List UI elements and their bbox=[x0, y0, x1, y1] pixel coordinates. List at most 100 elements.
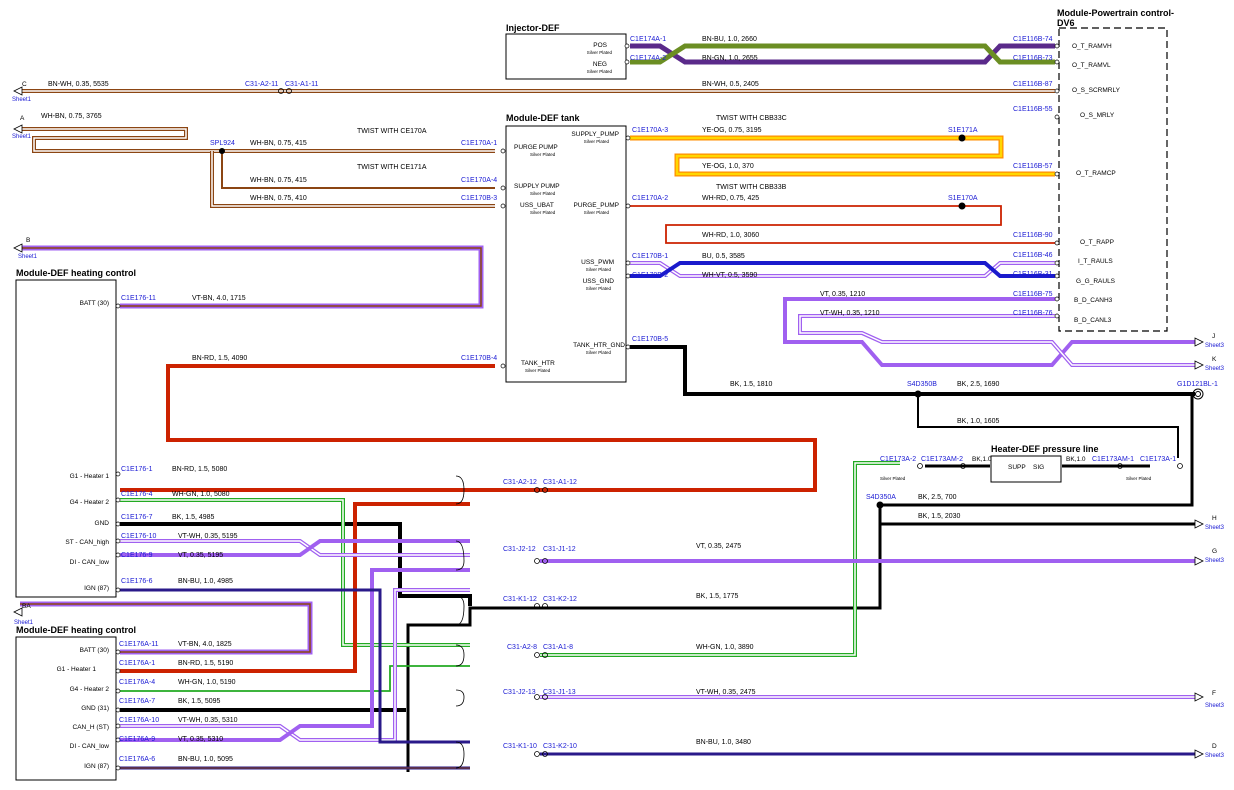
wire-label: BK, 1.5, 4985 bbox=[172, 514, 215, 521]
conn-label: C1E176A-1 bbox=[119, 660, 155, 667]
conn-label: C1E176-10 bbox=[121, 533, 157, 540]
heat1-pin: G4 - Heater 2 bbox=[70, 499, 110, 506]
injector-title: Injector-DEF bbox=[506, 23, 560, 33]
wire-a[interactable] bbox=[20, 127, 495, 208]
offsheet-letter: A bbox=[20, 115, 25, 122]
heat2-pin: G1 - Heater 1 bbox=[57, 666, 97, 673]
tank-plated: Silver Plated bbox=[586, 286, 612, 291]
pcm-pin: O_S_MRLY bbox=[1080, 112, 1115, 119]
conn-label: C1E176A-9 bbox=[119, 736, 155, 743]
wire-heater-can[interactable] bbox=[20, 539, 1195, 742]
injector-box[interactable] bbox=[505, 33, 627, 80]
injector-plated-2: Silver Plated bbox=[587, 69, 613, 74]
conn-label: C31-K1-12 bbox=[503, 596, 537, 603]
wire-red[interactable] bbox=[630, 205, 1055, 244]
wire-label: YE-OG, 0.75, 3195 bbox=[702, 127, 762, 134]
offsheet-sheet: Sheet3 bbox=[1205, 558, 1225, 564]
wire-label: WH-RD, 1.0, 3060 bbox=[702, 232, 759, 239]
wire-label: BN-WH, 0.5, 2405 bbox=[702, 81, 759, 88]
connector-labels: C1E174A-1 C1E174A-2 C1E116B-74 C1E116B-7… bbox=[119, 36, 1218, 763]
pressure-box[interactable] bbox=[990, 455, 1062, 483]
tank-plated: Silver Plated bbox=[584, 210, 610, 215]
conn-label: C1E176A-7 bbox=[119, 698, 155, 705]
wire-green[interactable] bbox=[120, 461, 900, 692]
conn-label: C1E116B-90 bbox=[1013, 232, 1053, 239]
pcm-title-2: DV6 bbox=[1057, 18, 1075, 28]
wire-label: BK, 2.5, 1690 bbox=[957, 381, 1000, 388]
wire-yellow[interactable] bbox=[630, 135, 1055, 177]
wire-label: WH-BN, 0.75, 415 bbox=[250, 177, 307, 184]
conn-label: C1E176-7 bbox=[121, 514, 153, 521]
conn-label: C1E116B-55 bbox=[1013, 106, 1053, 113]
conn-label: C31-A2-12 bbox=[503, 479, 537, 486]
conn-label: C1E176-1 bbox=[121, 466, 153, 473]
tank-plated: Silver Plated bbox=[525, 368, 551, 373]
tank-pin-left: USS_UBAT bbox=[520, 202, 554, 209]
wire-label: BN-WH, 0.35, 5535 bbox=[48, 81, 109, 88]
wire-tank-heater[interactable] bbox=[120, 364, 817, 492]
offsheet-arrows[interactable] bbox=[13, 86, 1204, 759]
wire-ground[interactable] bbox=[120, 345, 1195, 772]
heat2-pin: DI - CAN_low bbox=[70, 743, 110, 750]
offsheet-letter: F bbox=[1212, 690, 1216, 697]
conn-label: C1E170B-1 bbox=[632, 253, 668, 260]
ground-point[interactable] bbox=[1192, 388, 1204, 400]
wire-label: BK, 1.5, 5095 bbox=[178, 698, 221, 705]
wire-b[interactable] bbox=[20, 245, 484, 309]
tank-box[interactable] bbox=[505, 125, 627, 383]
heat2-pin: G4 - Heater 2 bbox=[70, 686, 110, 693]
wire-label: VT, 0.35, 1210 bbox=[820, 291, 865, 298]
wire-heater-red[interactable] bbox=[120, 502, 470, 673]
wire-label: YE-OG, 1.0, 370 bbox=[702, 163, 754, 170]
conn-label: C31-J1-13 bbox=[543, 689, 576, 696]
offsheet-letter: C bbox=[22, 81, 27, 88]
wire-can-pcm[interactable] bbox=[783, 297, 1195, 367]
injector-wires[interactable] bbox=[630, 43, 1055, 65]
offsheet-letter: B bbox=[26, 237, 30, 244]
heat2-pin: IGN (87) bbox=[84, 763, 109, 770]
offsheet-sheet: Sheet1 bbox=[18, 254, 38, 260]
conn-label: C1E173A-1 bbox=[1140, 456, 1176, 463]
wire-label: BK, 1.5, 2030 bbox=[918, 513, 961, 520]
tank-pin-right: USS_PWM bbox=[581, 259, 614, 266]
wire-ign[interactable] bbox=[120, 588, 1195, 770]
wire-label: VT, 0.35, 5195 bbox=[178, 552, 223, 559]
wire-label: BN-GN, 1.0, 2655 bbox=[702, 55, 758, 62]
conn-label: C1E170B-3 bbox=[461, 195, 497, 202]
pcm-pin: G_G_RAULS bbox=[1076, 278, 1116, 285]
conn-label: C31-A1-11 bbox=[285, 81, 318, 88]
pcm-box[interactable] bbox=[1058, 27, 1168, 332]
conn-label: C1E173AM-2 bbox=[921, 456, 963, 463]
heat1-pin: GND bbox=[95, 520, 110, 527]
inline-connectors[interactable] bbox=[278, 88, 1183, 757]
wire-label: BN-BU, 1.0, 5095 bbox=[178, 756, 233, 763]
heat1-pin: IGN (87) bbox=[84, 585, 109, 592]
conn-label: C1E174A-1 bbox=[630, 36, 666, 43]
offsheet-letter: G bbox=[1212, 548, 1217, 555]
tank-plated: Silver Plated bbox=[530, 152, 556, 157]
pressure-wire-label: BK,1.0 bbox=[972, 456, 992, 463]
wire-label: BN-BU, 1.0, 3480 bbox=[696, 739, 751, 746]
conn-label: C1E176-4 bbox=[121, 491, 153, 498]
tank-plated: Silver Plated bbox=[530, 210, 556, 215]
tank-plated: Silver Plated bbox=[586, 350, 612, 355]
wire-label: VT-WH, 0.35, 5310 bbox=[178, 717, 238, 724]
wire-uss[interactable] bbox=[630, 261, 1055, 278]
pressure-plated: Silver Plated bbox=[1126, 476, 1152, 481]
heat2-box[interactable] bbox=[15, 636, 117, 781]
conn-label: C1E116B-57 bbox=[1013, 163, 1053, 170]
conn-label: C1E116B-75 bbox=[1013, 291, 1053, 298]
wire-label: WH-GN, 1.0, 5080 bbox=[172, 491, 230, 498]
connector-brackets bbox=[455, 475, 465, 769]
pressure-wire-label: BK,1.0 bbox=[1066, 456, 1086, 463]
wire-label: TWIST WITH CBB33B bbox=[716, 184, 787, 191]
offsheet-letter: J bbox=[1212, 333, 1215, 340]
heat1-box[interactable] bbox=[15, 279, 117, 598]
injector-plated-1: Silver Plated bbox=[587, 50, 613, 55]
conn-label: C31-A2-11 bbox=[245, 81, 278, 88]
wire-label: VT, 0.35, 5310 bbox=[178, 736, 223, 743]
offsheet-letter: H bbox=[1212, 515, 1217, 522]
conn-label: C31-A1-8 bbox=[543, 644, 573, 651]
conn-label: C31-A2-8 bbox=[507, 644, 537, 651]
offsheet-sheet: Sheet1 bbox=[14, 620, 34, 626]
